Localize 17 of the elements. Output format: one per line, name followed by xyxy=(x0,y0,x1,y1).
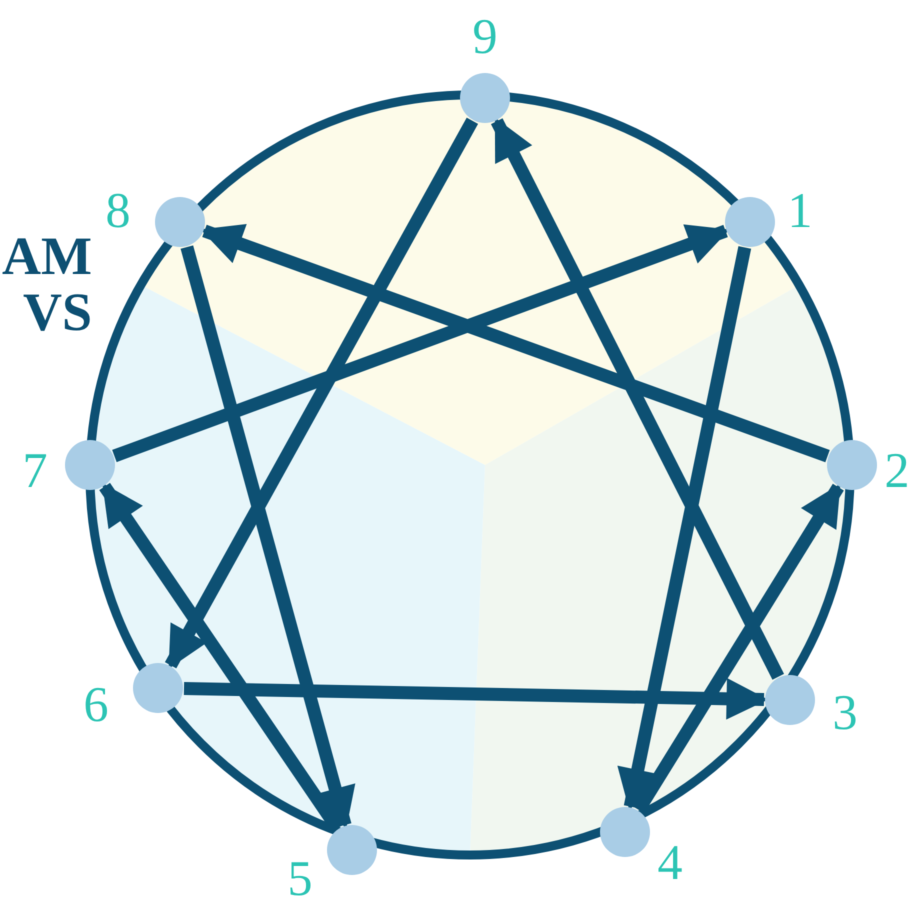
arrow xyxy=(490,117,784,680)
arrow xyxy=(200,224,830,462)
point-number: 4 xyxy=(658,837,682,887)
point-number: 5 xyxy=(288,853,312,903)
heading-fragment: VS xyxy=(22,284,92,340)
arrow xyxy=(112,224,730,462)
point-number: 3 xyxy=(832,687,858,737)
point-number: 1 xyxy=(788,185,812,235)
arrow xyxy=(164,118,478,669)
arrow xyxy=(180,245,356,829)
point-number: 8 xyxy=(106,185,130,235)
arrow xyxy=(633,484,844,814)
point-number: 2 xyxy=(884,445,910,495)
heading-fragment: AM xyxy=(2,228,92,284)
point-number: 9 xyxy=(472,11,498,61)
point-number: 6 xyxy=(84,679,108,729)
point-number: 7 xyxy=(22,445,48,495)
